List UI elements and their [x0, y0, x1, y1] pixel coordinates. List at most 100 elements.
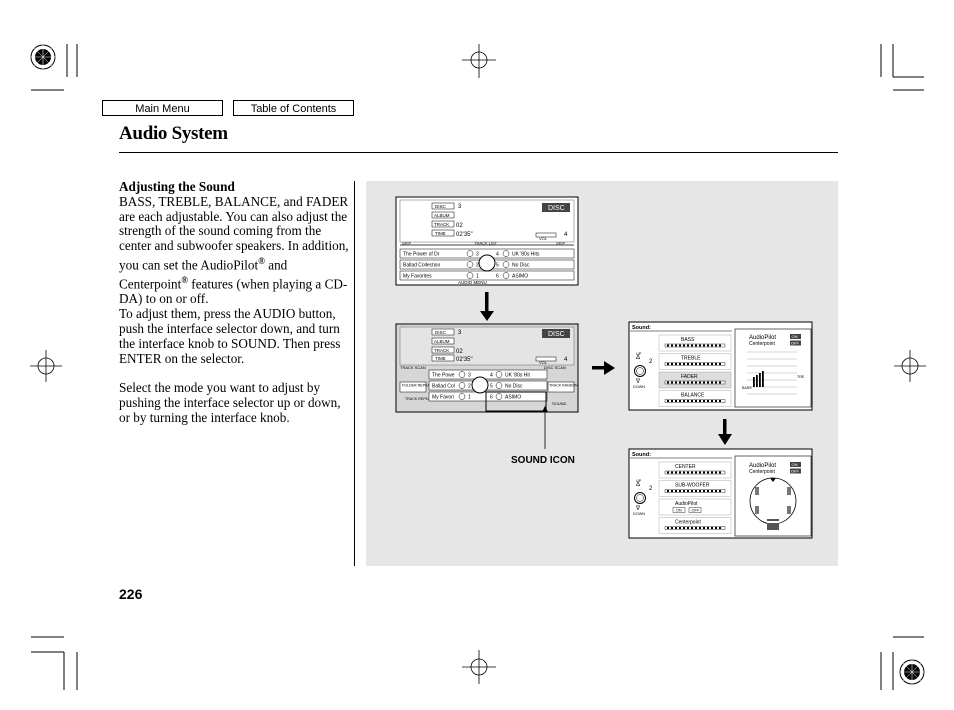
track-list-label: TRACK LIST [474, 241, 498, 246]
disc-row-right: UK '80s Hits [512, 252, 540, 258]
level-tick [719, 400, 721, 402]
arrow-right-icon [592, 361, 615, 375]
svg-text:∇: ∇ [635, 505, 641, 512]
level-tick [675, 344, 677, 347]
level-tick [719, 344, 721, 347]
paragraph-3: Select the mode you want to adjust by pu… [119, 380, 341, 425]
level-tick [699, 363, 701, 365]
sound-item-label: SUB-WOOFER [675, 483, 710, 489]
level-tick [667, 363, 669, 365]
disc-row[interactable] [428, 369, 548, 380]
disc-row-right: ASIMO [512, 274, 528, 280]
disc-label: DISC [435, 204, 447, 209]
level-tick [683, 400, 685, 402]
skip-left: SKIP [402, 241, 411, 246]
level-tick [695, 527, 697, 529]
level-tick [719, 471, 721, 474]
mode-label: DISC [548, 205, 565, 212]
level-tick [687, 490, 689, 492]
disc-num-right: 6 [496, 274, 499, 280]
level-tick [711, 471, 713, 474]
level-tick [707, 490, 709, 492]
down-label: DOWN [633, 512, 645, 516]
level-tick [667, 490, 669, 492]
level-tick [707, 471, 709, 474]
svg-text:Δ: Δ [636, 482, 640, 488]
level-tick [719, 527, 721, 529]
crosshair-icon [462, 650, 496, 684]
paragraph-1-part-c: features (when playing a CD-DA) to on or… [119, 276, 348, 307]
mode-label: DISC [548, 331, 565, 338]
level-tick [703, 527, 705, 529]
level-tick [687, 527, 689, 529]
vol-label: VOL [539, 236, 548, 241]
disc-icon [495, 371, 503, 378]
up-label: UP [636, 352, 642, 356]
section-heading: Adjusting the Sound [119, 179, 235, 194]
sound-item-label: BALANCE [681, 393, 705, 399]
level-tick [715, 527, 717, 529]
level-tick [687, 471, 689, 474]
level-tick [695, 400, 697, 402]
disc-num-left: 3 [468, 373, 471, 379]
level-tick [691, 344, 693, 347]
disc-row-right: UK '80s Hit [505, 373, 530, 379]
sound-icon-label: SOUND ICON [511, 455, 575, 466]
level-tick [695, 363, 697, 365]
level-tick [715, 381, 717, 384]
level-tick [667, 527, 669, 529]
level-tick [695, 471, 697, 474]
level-tick [711, 527, 713, 529]
disc-icon [466, 272, 474, 279]
column-divider [354, 181, 355, 566]
registration-target-icon [28, 42, 58, 72]
disc-row-left: My Favorites [403, 274, 432, 280]
level-tick [691, 490, 693, 492]
level-tick [699, 381, 701, 384]
toggle-on[interactable] [672, 507, 686, 513]
level-tick [699, 471, 701, 474]
level-tick [679, 363, 681, 365]
disc-icon [458, 393, 466, 400]
level-tick [719, 363, 721, 365]
disc-num-left: 2 [468, 384, 471, 390]
centerpoint-label: Centerpoint [749, 341, 775, 347]
paragraph-1-part-b: and Centerpoint [119, 257, 288, 292]
registered-mark: ® [181, 275, 188, 286]
main-menu-button[interactable]: Main Menu [102, 100, 223, 116]
skip-right: SKIP [556, 241, 565, 246]
level-tick [667, 344, 669, 347]
level-tick [679, 381, 681, 384]
disc-icon [502, 250, 510, 257]
bass-eq-label: BASS [742, 386, 752, 390]
screen-sound-center: Sound: UP Δ 2 ∇ DOWN CENTERSUB-WOOFERAud… [628, 448, 813, 539]
sound-title: Sound: [632, 325, 651, 331]
disc-row-left: The Power of Dr [403, 252, 440, 258]
sound-item-label: TREBLE [681, 356, 701, 362]
level-tick [703, 400, 705, 402]
vol-value: 4 [564, 357, 568, 363]
centerpoint-off: OFF [791, 469, 800, 474]
disc-row-right: ASIMO [505, 395, 521, 401]
audiopilot-label: AudioPilot [749, 463, 776, 469]
track-label: TRACK [434, 222, 449, 227]
disc-scan-label: DISC SCAN [544, 365, 566, 370]
level-tick [715, 490, 717, 492]
screen-sound-adjust: Sound: UP Δ 2 ∇ DOWN BASSTREBLEFADERBALA… [628, 321, 813, 411]
eq-bar [759, 373, 761, 387]
sound-item-label: CENTER [675, 464, 696, 470]
level-tick [691, 381, 693, 384]
level-tick [711, 400, 713, 402]
down-label: DOWN [633, 385, 645, 389]
level-tick [691, 400, 693, 402]
level-tick [691, 471, 693, 474]
level-tick [703, 344, 705, 347]
page-title: Audio System [119, 123, 228, 144]
toggle-off[interactable] [688, 507, 702, 513]
sound-item-label: FADER [681, 374, 698, 380]
eq-bar [756, 375, 758, 387]
sound-item[interactable] [658, 334, 732, 352]
disc-num-left: 3 [476, 252, 479, 258]
table-of-contents-button[interactable]: Table of Contents [233, 100, 354, 116]
disc-icon [495, 382, 503, 389]
